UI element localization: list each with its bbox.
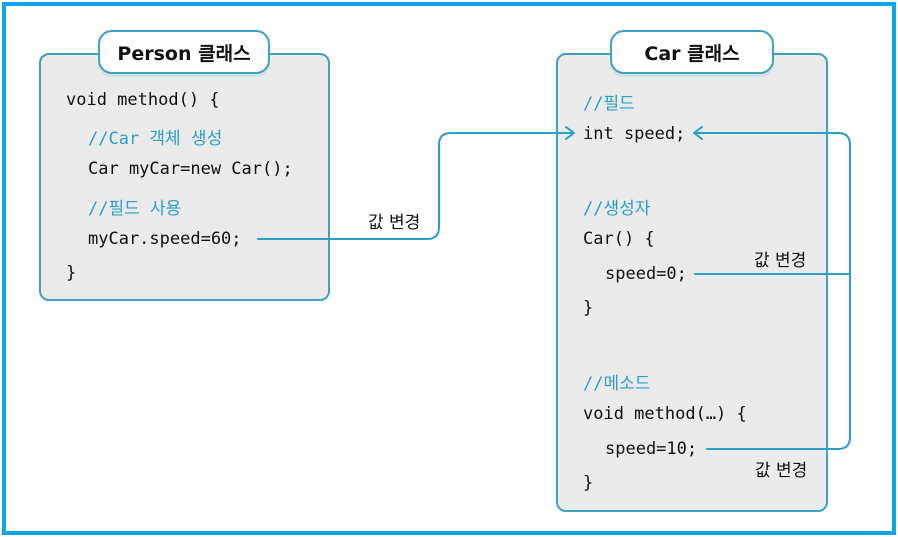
car-constructor-signature: Car() { [583, 229, 655, 249]
external-change-arrow [257, 132, 575, 240]
car-class-panel [556, 53, 828, 512]
external-change-arrowhead [565, 126, 575, 140]
car-method-signature: void method(…) { [583, 404, 747, 424]
method-change-label: 값 변경 [755, 461, 808, 481]
car-field-declaration: int speed; [583, 124, 686, 144]
person-method-signature: void method() { [66, 90, 220, 110]
ctor-change-label: 값 변경 [754, 251, 807, 271]
person-class-title: Person 클래스 [98, 30, 270, 74]
external-change-label: 값 변경 [368, 213, 421, 233]
person-class-panel [39, 53, 330, 301]
person-comment-use: //필드 사용 [88, 199, 182, 219]
person-create-statement: Car myCar=new Car(); [88, 159, 293, 179]
method-change-line [693, 132, 851, 450]
car-comment-method: //메소드 [583, 374, 651, 394]
car-method-close: } [583, 473, 594, 493]
internal-change-arrowhead [693, 126, 703, 140]
car-comment-field: //필드 [583, 94, 635, 114]
person-comment-create: //Car 객체 생성 [88, 129, 223, 149]
car-constructor-close: } [583, 298, 594, 318]
car-class-title: Car 클래스 [610, 30, 774, 74]
car-comment-constructor: //생성자 [583, 199, 651, 219]
person-method-close: } [66, 263, 77, 283]
person-assign-statement: myCar.speed=60; [88, 229, 242, 249]
car-constructor-assign: speed=0; [605, 264, 687, 284]
car-method-assign: speed=10; [605, 439, 698, 459]
